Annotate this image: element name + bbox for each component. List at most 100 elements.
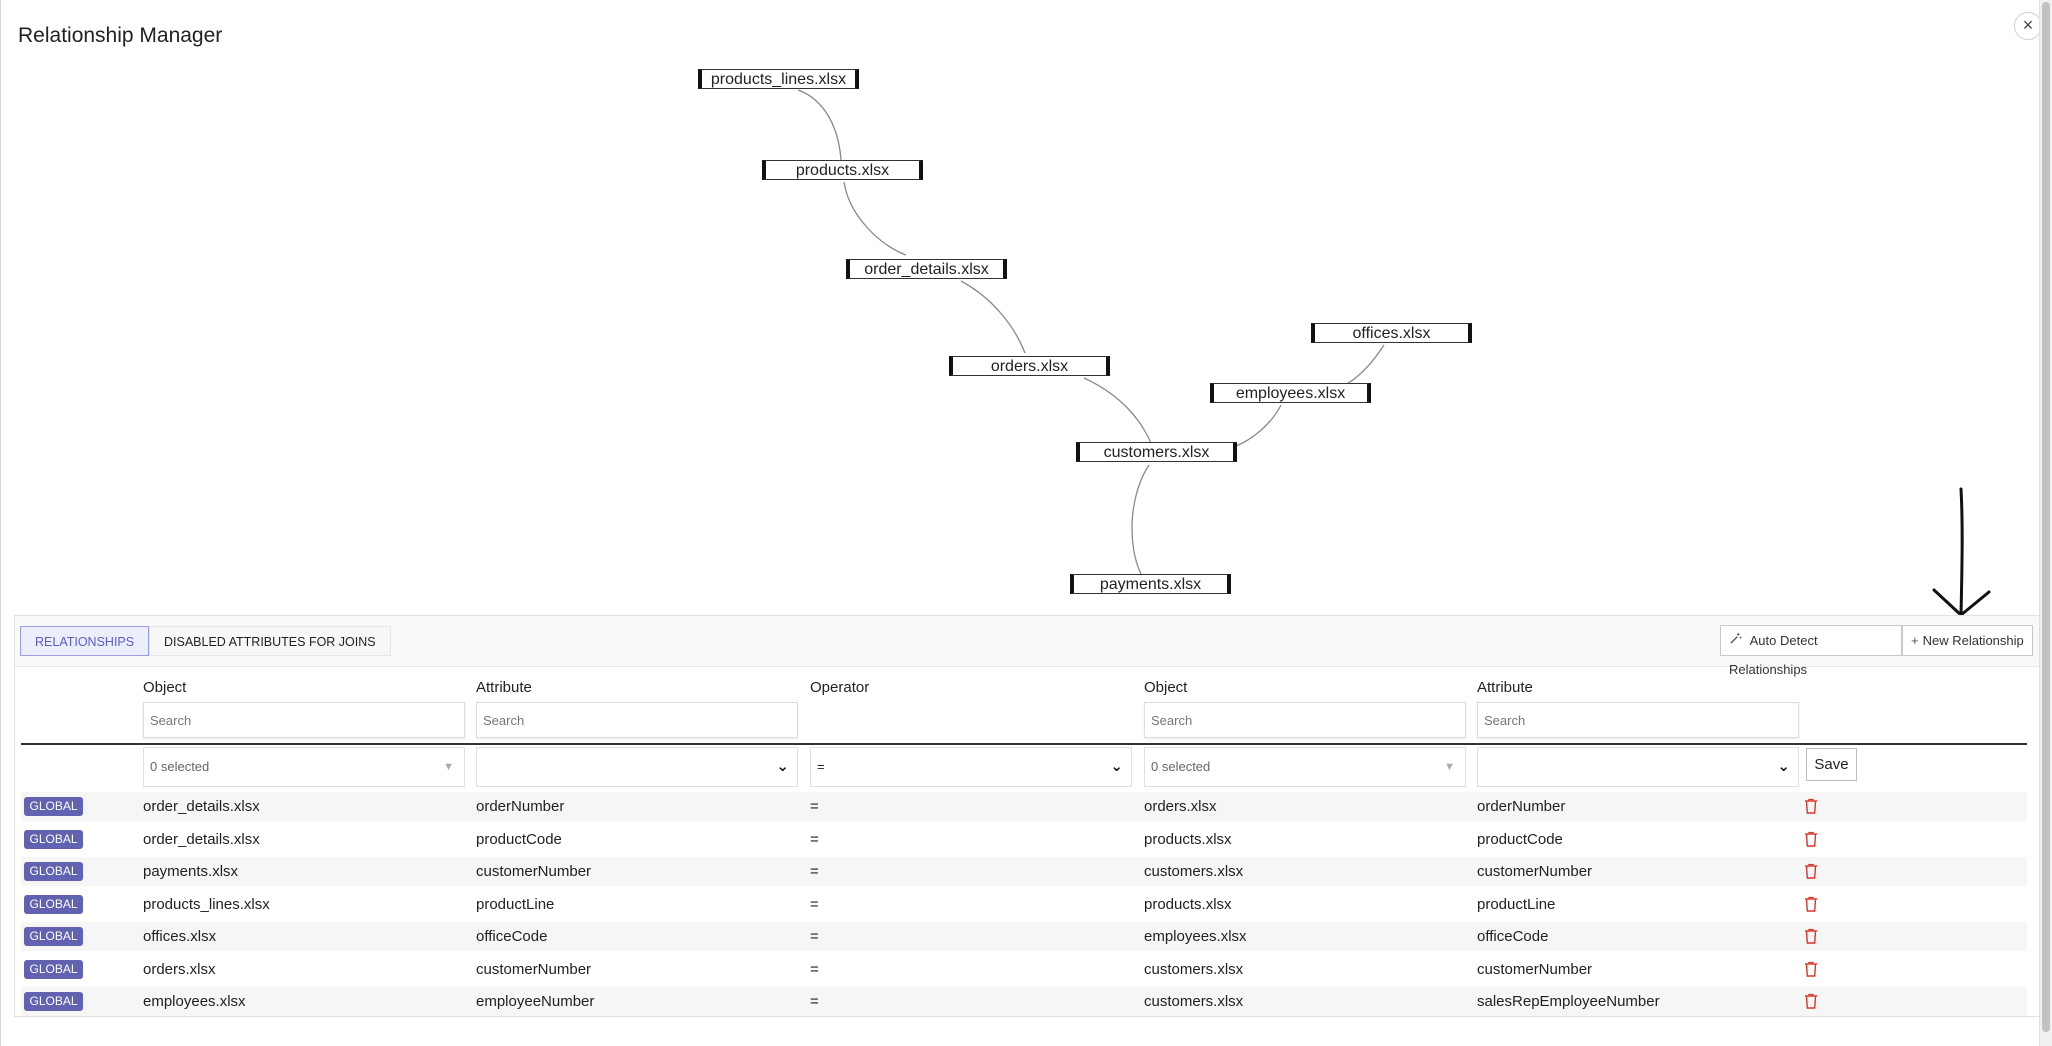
global-badge: GLOBAL [24,927,83,946]
cell-attribute-1: productCode [476,830,562,848]
dialog-title: Relationship Manager [18,24,223,47]
cell-object-2: orders.xlsx [1144,798,1217,815]
cell-object-1: products_lines.xlsx [143,895,270,913]
search-attribute-1[interactable] [476,702,798,738]
trash-icon [1805,831,1817,847]
operator-select[interactable]: = ⌄ [810,747,1132,787]
cell-attribute-1: orderNumber [476,798,565,815]
cell-object-1: payments.xlsx [143,863,239,880]
cell-object-2: products.xlsx [1144,895,1232,913]
trash-icon [1805,798,1817,814]
cell-attribute-2: productCode [1477,830,1563,848]
trash-icon [1805,896,1817,912]
cell-attribute-2: orderNumber [1477,798,1566,815]
new-relationship-button[interactable]: +New Relationship [1902,625,2033,656]
edge-offices-employees [1340,344,1385,388]
cell-operator: = [810,798,819,815]
caret-down-icon: ▼ [443,761,454,773]
table-row: GLOBAL products_lines.xlsx productLine = pro… [21,890,2027,919]
edge-orders-customers [1083,377,1152,444]
delete-relationship-button[interactable] [1804,993,1818,1013]
relationship-graph: products_lines.xlsx products.xlsx order_… [1,55,2041,610]
edge-order-details-orders [960,280,1026,354]
scrollbar[interactable] [2039,0,2052,1046]
object-2-multiselect[interactable]: 0 selected ▼ [1144,747,1466,787]
global-badge: GLOBAL [24,992,83,1011]
node-products[interactable]: products.xlsx [762,160,923,180]
cell-attribute-1: officeCode [476,928,548,945]
plus-icon: + [1911,633,1919,648]
save-button[interactable]: Save [1806,748,1857,781]
search-object-2[interactable] [1144,702,1466,738]
cell-attribute-1: customerNumber [476,863,592,880]
trash-icon [1805,863,1817,879]
node-customers[interactable]: customers.xlsx [1076,442,1237,462]
trash-icon [1805,928,1817,944]
operator-selected-text: = [817,759,825,774]
delete-relationship-button[interactable] [1804,798,1818,818]
cell-object-2: customers.xlsx [1144,960,1244,978]
delete-relationship-button[interactable] [1804,896,1818,916]
node-employees[interactable]: employees.xlsx [1210,383,1371,403]
cell-object-2: customers.xlsx [1144,863,1244,880]
cell-attribute-2: officeCode [1477,928,1549,945]
edge-customers-payments [1131,464,1150,575]
chevron-down-icon: ⌄ [1777,758,1790,775]
global-badge: GLOBAL [24,829,83,849]
tab-disabled-attributes[interactable]: DISABLED ATTRIBUTES FOR JOINS [149,626,391,656]
node-offices[interactable]: offices.xlsx [1311,323,1472,343]
cell-object-1: employees.xlsx [143,993,246,1010]
attribute-1-select[interactable]: ⌄ [476,747,798,787]
chevron-down-icon: ⌄ [1110,758,1123,775]
delete-relationship-button[interactable] [1804,863,1818,883]
trash-icon [1805,961,1817,977]
cell-operator: = [810,895,819,913]
new-relationship-label: New Relationship [1922,633,2024,648]
global-badge: GLOBAL [24,797,83,816]
header-divider [21,743,2027,745]
close-button[interactable]: × [2014,12,2042,40]
cell-attribute-1: productLine [476,895,555,913]
magic-wand-icon [1729,632,1746,648]
panel-tabbar: RELATIONSHIPS DISABLED ATTRIBUTES FOR JO… [15,616,2039,677]
global-badge: GLOBAL [24,894,83,914]
delete-relationship-button[interactable] [1804,831,1818,851]
trash-icon [1805,993,1817,1009]
cell-attribute-2: customerNumber [1477,863,1593,880]
node-order-details[interactable]: order_details.xlsx [846,259,1007,279]
node-orders[interactable]: orders.xlsx [949,356,1110,376]
caret-down-icon: ▼ [1444,761,1455,773]
cell-attribute-1: customerNumber [476,960,592,978]
search-attribute-2[interactable] [1477,702,1799,738]
cell-operator: = [810,960,819,978]
close-icon: × [2022,15,2034,35]
edge-employees-customers [1235,404,1282,447]
header-object-1: Object [143,679,187,696]
attribute-2-select[interactable]: ⌄ [1477,747,1799,787]
object-1-multiselect[interactable]: 0 selected ▼ [143,747,465,787]
delete-relationship-button[interactable] [1804,928,1818,948]
scrollbar-thumb[interactable] [2042,2,2050,1032]
global-badge: GLOBAL [24,959,83,979]
cell-operator: = [810,928,819,945]
relationships-panel: RELATIONSHIPS DISABLED ATTRIBUTES FOR JO… [14,615,2040,1017]
global-badge: GLOBAL [24,862,83,881]
delete-relationship-button[interactable] [1804,961,1818,981]
cell-object-1: order_details.xlsx [143,830,260,848]
cell-attribute-2: customerNumber [1477,960,1593,978]
header-object-2: Object [1144,679,1188,696]
node-payments[interactable]: payments.xlsx [1070,574,1231,594]
object-1-selected-text: 0 selected [150,759,210,774]
cell-object-2: products.xlsx [1144,830,1232,848]
tab-relationships[interactable]: RELATIONSHIPS [20,626,150,656]
auto-detect-button[interactable]: Auto Detect Relationships [1720,625,1902,677]
edge-products-lines-products [797,89,842,161]
node-products-lines[interactable]: products_lines.xlsx [698,69,859,89]
search-object-1[interactable] [143,702,465,738]
header-operator: Operator [810,679,870,696]
